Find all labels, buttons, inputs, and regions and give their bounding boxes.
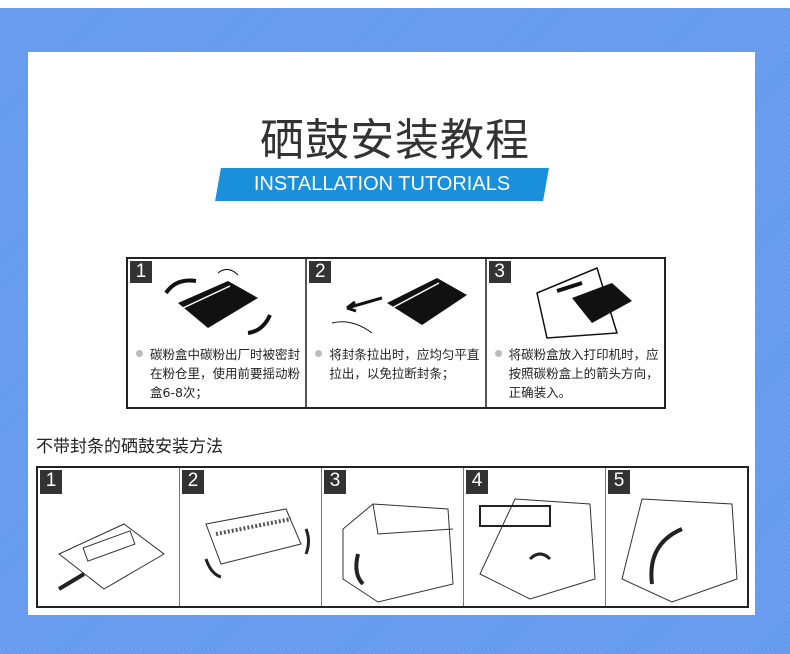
no-seal-steps-box: 1 2 3 4 5 <box>36 466 749 608</box>
bullet-icon <box>315 350 323 357</box>
step-card: 3 <box>322 468 464 606</box>
step-card: 1 <box>38 468 180 606</box>
step-number: 3 <box>488 261 511 283</box>
step-card: 1 碳粉盒中碳粉出厂时被密封在粉仓里，使用前要摇动粉盒6-8次； <box>128 259 308 407</box>
shake-cartridge-illustration <box>164 269 272 335</box>
step-number: 1 <box>40 470 62 494</box>
insert-drum-illustration <box>479 498 596 600</box>
step-card: 2 <box>180 468 322 606</box>
step-card: 2 将封条拉出时，应均匀平直拉出，以免拉断封条； <box>307 259 487 407</box>
step-text: 碳粉盒中碳粉出厂时被密封在粉仓里，使用前要摇动粉盒6-8次； <box>150 347 301 400</box>
step-text: 将碳粉盒放入打印机时，应按照碳粉盒上的箭头方向，正确装入。 <box>508 347 659 400</box>
remove-packaging-illustration <box>57 523 165 591</box>
step-card: 5 <box>606 468 747 606</box>
open-printer-illustration <box>342 503 454 603</box>
close-cover-illustration <box>621 498 738 603</box>
step-card: 4 <box>464 468 606 606</box>
pull-seal-illustration <box>332 278 468 334</box>
bullet-icon <box>136 350 143 357</box>
step-card: 3 将碳粉盒放入打印机时，应按照碳粉盒上的箭头方向，正确装入。 <box>487 259 664 407</box>
section-heading: 不带封条的硒鼓安装方法 <box>36 437 223 457</box>
page-title: 硒鼓安装教程 <box>260 115 530 166</box>
step-text: 将封条拉出时，应均匀平直拉出，以免拉断封条； <box>329 347 480 381</box>
banner-text: INSTALLATION TUTORIALS <box>253 173 511 195</box>
insert-cartridge-illustration <box>535 266 632 339</box>
step-number: 1 <box>130 261 152 283</box>
step-number: 2 <box>309 261 332 283</box>
bullet-icon <box>494 350 502 357</box>
shake-drum-illustration <box>204 508 310 579</box>
seal-steps-box: 1 碳粉盒中碳粉出厂时被密封在粉仓里，使用前要摇动粉盒6-8次； 2 将封条拉出… <box>126 257 666 409</box>
step-number: 4 <box>466 470 488 494</box>
step-number: 3 <box>324 470 346 494</box>
step-number: 2 <box>182 470 204 494</box>
step-number: 5 <box>608 470 630 494</box>
